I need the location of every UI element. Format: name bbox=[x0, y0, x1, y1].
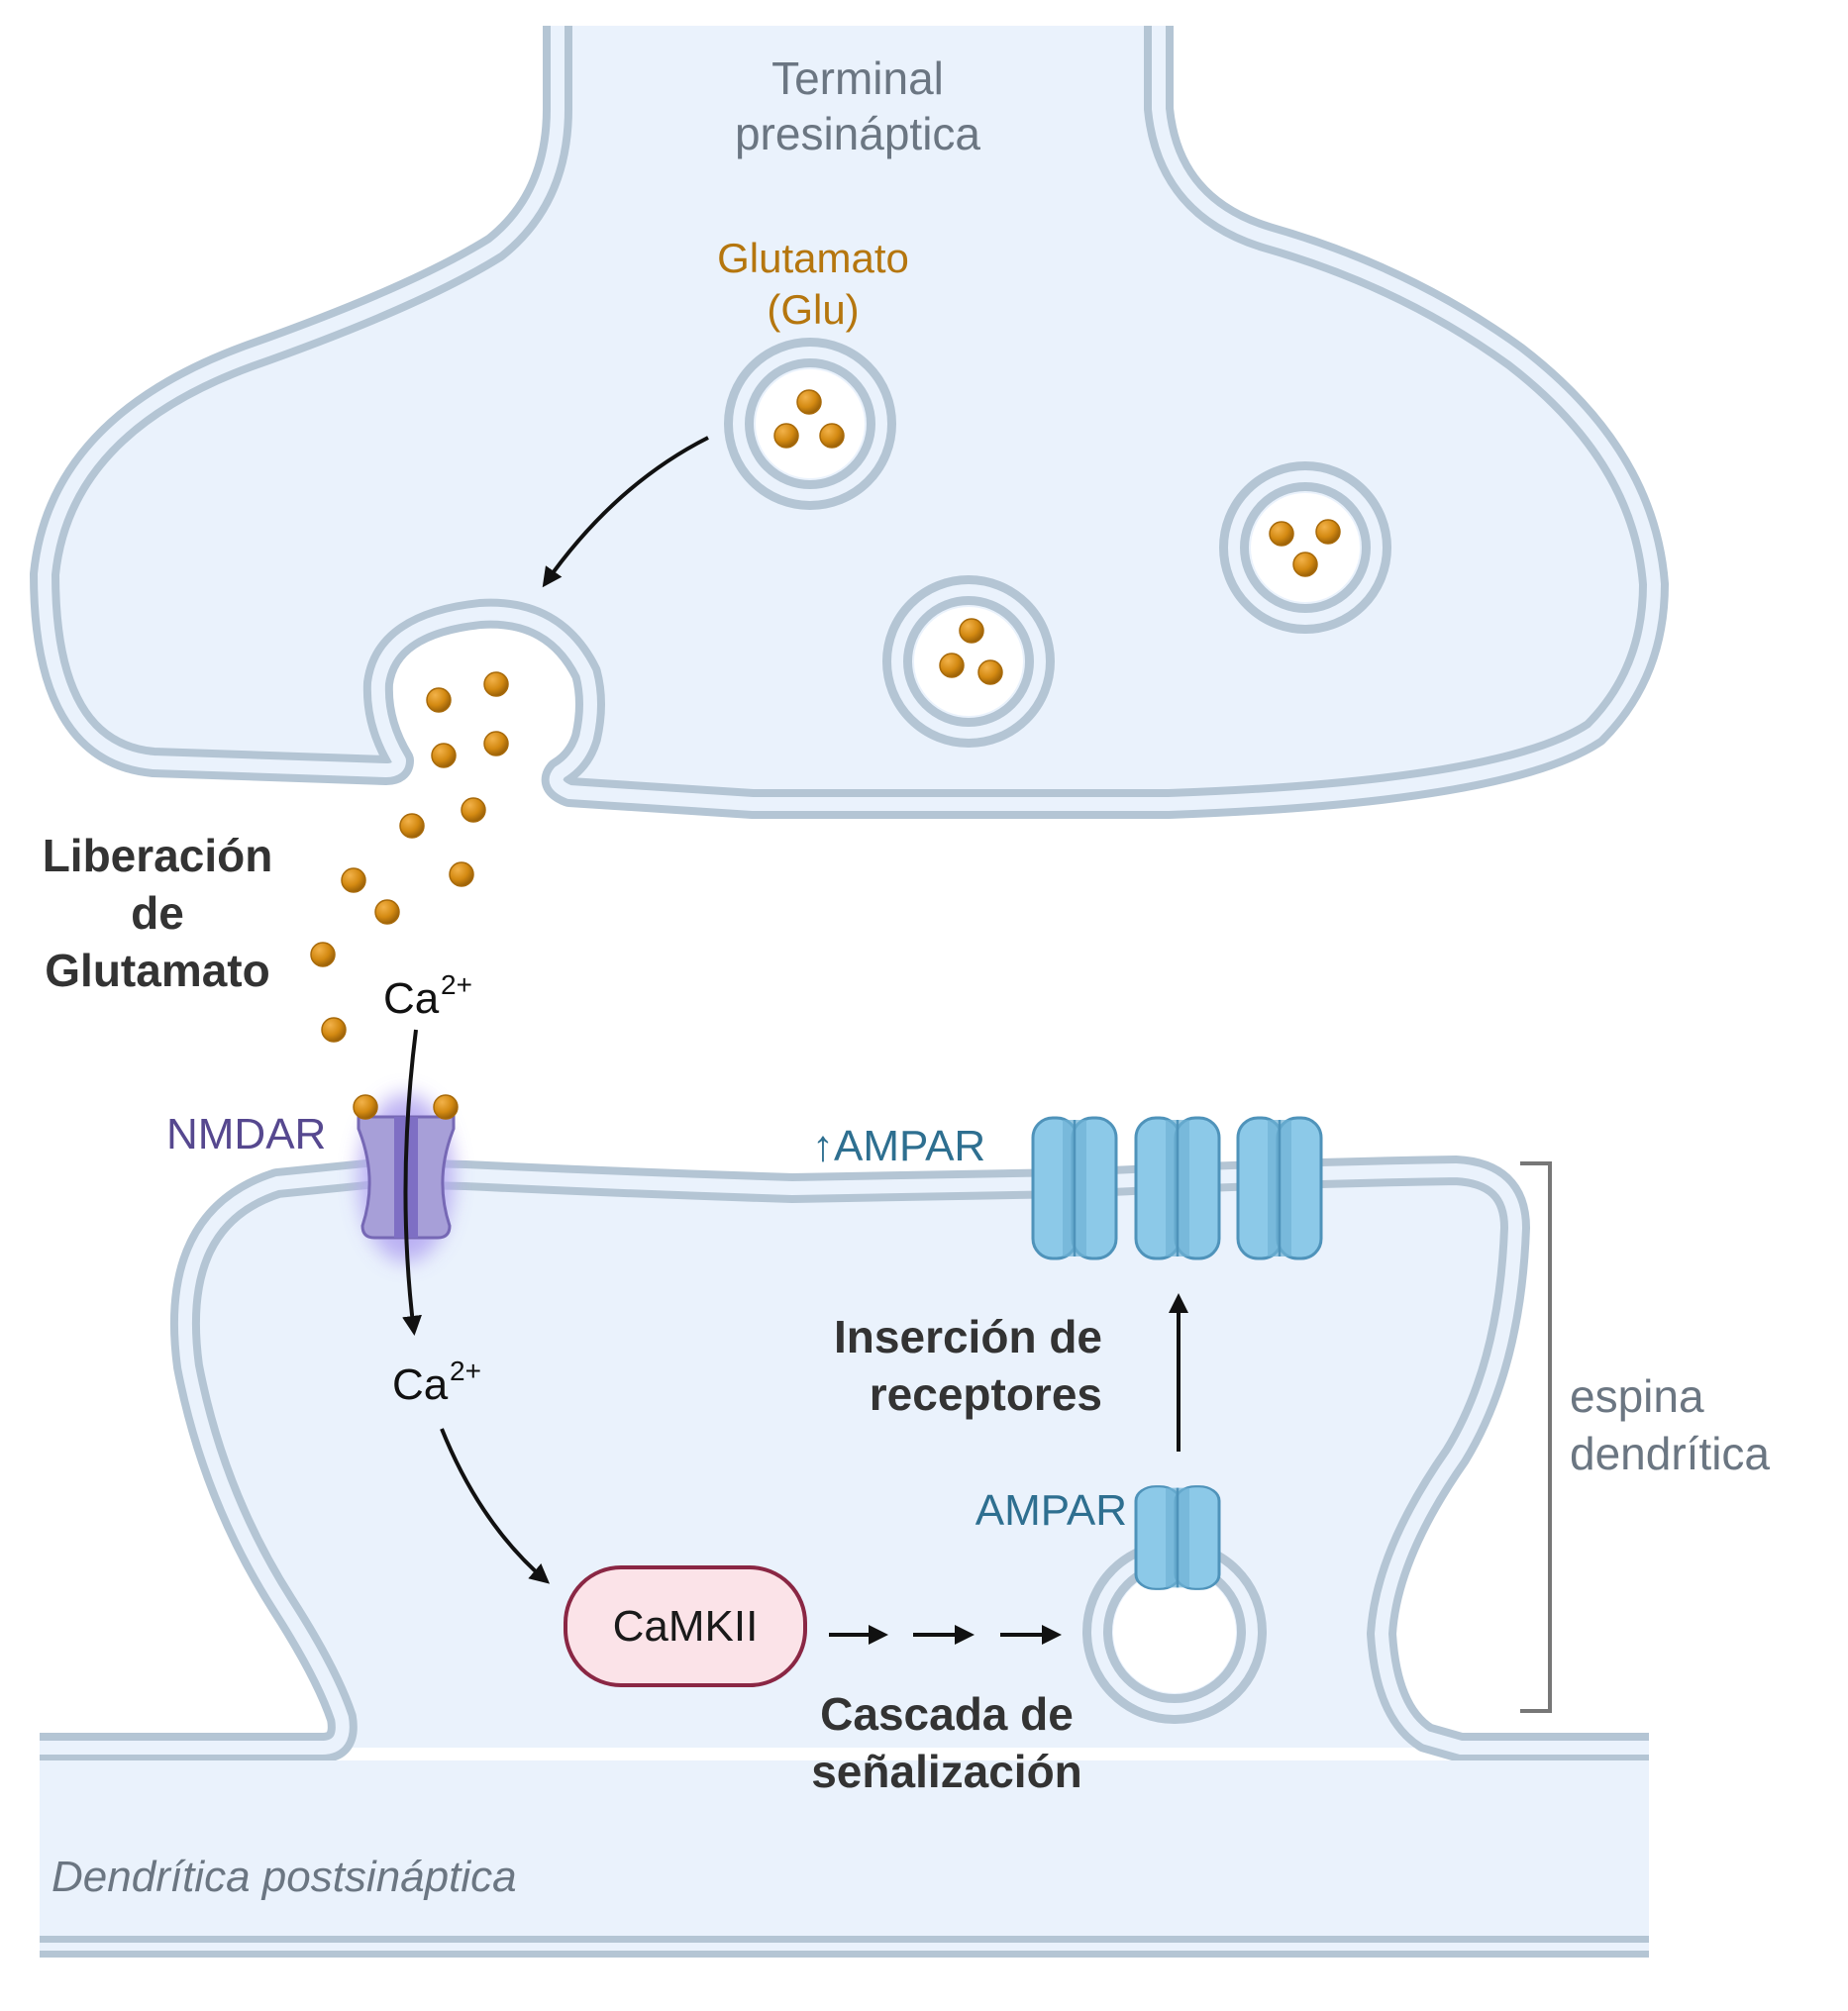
glutamate-particle-icon bbox=[796, 389, 822, 415]
ampar-increase-label: ↑AMPAR bbox=[812, 1122, 985, 1170]
signaling-cascade-label: señalización bbox=[811, 1746, 1082, 1797]
glutamate-particle-icon bbox=[1315, 519, 1341, 545]
glutamate-particle-icon bbox=[353, 1094, 378, 1120]
ampa-receptor-icon bbox=[1134, 1116, 1221, 1260]
ampa-receptor-icon bbox=[1031, 1116, 1118, 1260]
calcium-influx-arrow bbox=[402, 1029, 422, 1336]
camkii-label: CaMKII bbox=[613, 1602, 759, 1651]
calcium-label-extracellular: Ca bbox=[383, 974, 440, 1023]
ampa-receptor-icon bbox=[1134, 1484, 1221, 1591]
glutamate-release-label: Liberación bbox=[43, 830, 273, 881]
glutamate-release-label: de bbox=[131, 887, 184, 939]
glutamate-particle-icon bbox=[773, 423, 799, 449]
calcium-charge-label: 2+ bbox=[441, 969, 472, 1000]
glutamate-label: Glutamato bbox=[717, 235, 909, 281]
synaptic-vesicle-icon bbox=[1219, 461, 1391, 634]
exocytosis-arrow bbox=[542, 436, 709, 588]
glutamate-release-label: Glutamato bbox=[45, 945, 269, 996]
dendritic-spine-label: espina bbox=[1570, 1370, 1704, 1422]
receptor-insertion-label: receptores bbox=[870, 1368, 1102, 1420]
glutamate-particle-icon bbox=[977, 659, 1003, 685]
glutamate-label: (Glu) bbox=[767, 286, 859, 333]
glutamate-particle-icon bbox=[819, 423, 845, 449]
ampa-receptor-icon bbox=[1236, 1116, 1323, 1260]
glutamate-particle-icon bbox=[1292, 552, 1318, 577]
dendrite-shaft bbox=[40, 1760, 1649, 1939]
glutamate-particle-icon bbox=[959, 618, 984, 644]
glutamate-particle-icon bbox=[433, 1094, 459, 1120]
presynaptic-terminal-label: presináptica bbox=[735, 108, 980, 159]
spine-bracket bbox=[1520, 1161, 1552, 1713]
presynaptic-terminal-label: Terminal bbox=[771, 52, 944, 104]
endosome-with-ampar bbox=[1082, 1484, 1267, 1724]
glutamate-particle-icon bbox=[1269, 521, 1294, 547]
dendritic-spine-label: dendrítica bbox=[1570, 1428, 1770, 1479]
ampar-label: AMPAR bbox=[975, 1486, 1127, 1535]
postsynaptic-dendrite-label: Dendrítica postsináptica bbox=[51, 1853, 517, 1901]
glutamate-particle-icon bbox=[939, 653, 965, 678]
signaling-cascade-label: Cascada de bbox=[820, 1688, 1074, 1740]
receptor-insertion-label: Inserción de bbox=[834, 1311, 1102, 1362]
calcium-charge-label: 2+ bbox=[450, 1356, 481, 1386]
synaptic-vesicle-icon bbox=[882, 575, 1055, 748]
calcium-label-intracellular: Ca bbox=[392, 1360, 449, 1409]
calcium-to-camkii-arrow bbox=[440, 1428, 551, 1584]
camkii-box bbox=[564, 1565, 807, 1687]
nmdar-label: NMDAR bbox=[166, 1110, 326, 1158]
synaptic-vesicle-icon bbox=[724, 338, 896, 510]
postsynaptic-spine-membrane bbox=[40, 1156, 1649, 1762]
